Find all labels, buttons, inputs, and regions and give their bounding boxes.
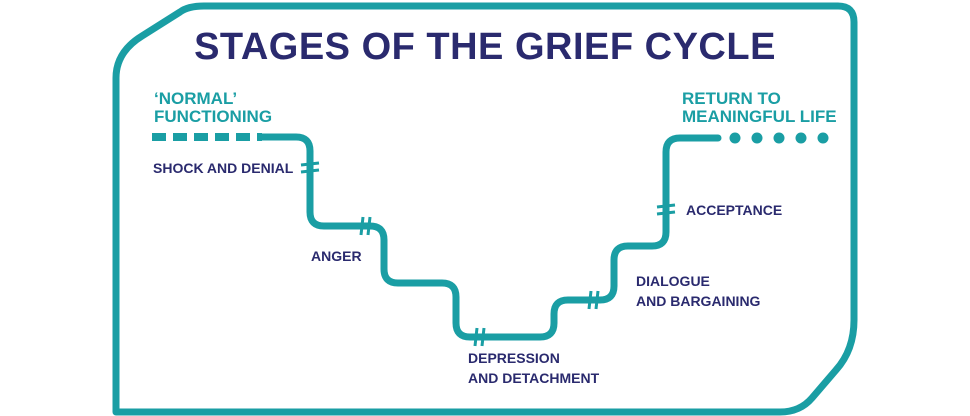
stage-marker-depression xyxy=(473,327,486,347)
stage-label-line: DEPRESSION xyxy=(468,350,560,366)
end-dot xyxy=(817,132,829,144)
end-dot xyxy=(751,132,763,144)
start-label-line: ‘NORMAL’ xyxy=(154,89,238,108)
end-dot xyxy=(773,132,785,144)
stage-label-line: ANGER xyxy=(311,248,362,264)
outer-frame xyxy=(112,2,858,416)
diagram-title: STAGES OF THE GRIEF CYCLE xyxy=(194,26,776,68)
start-label: ‘NORMAL’ FUNCTIONING xyxy=(154,90,272,126)
end-dots xyxy=(729,132,829,144)
end-label-line: MEANINGFUL LIFE xyxy=(682,107,837,126)
end-dot xyxy=(795,132,807,144)
stage-label-line: SHOCK AND DENIAL xyxy=(153,160,294,176)
stage-marker-bargaining xyxy=(587,290,600,310)
end-dot xyxy=(729,132,741,144)
stage-label-line: DIALOGUE xyxy=(636,273,710,289)
stage-label-depression: DEPRESSION AND DETACHMENT xyxy=(468,348,599,388)
stage-label-shock: SHOCK AND DENIAL xyxy=(153,158,293,178)
stage-label-anger: ANGER xyxy=(311,246,362,266)
stage-label-bargaining: DIALOGUE AND BARGAINING xyxy=(636,271,760,311)
stage-label-line: AND DETACHMENT xyxy=(468,370,600,386)
stage-label-line: AND BARGAINING xyxy=(636,293,761,309)
stage-marker-anger xyxy=(359,216,372,236)
stage-label-line: ACCEPTANCE xyxy=(686,202,783,218)
end-label: RETURN TO MEANINGFUL LIFE xyxy=(682,90,837,126)
grief-path xyxy=(258,133,722,341)
start-label-line: FUNCTIONING xyxy=(154,107,273,126)
stage-marker-acceptance xyxy=(656,203,676,216)
stage-marker-shock xyxy=(300,161,320,174)
end-label-line: RETURN TO xyxy=(682,89,781,108)
stage-label-acceptance: ACCEPTANCE xyxy=(686,200,782,220)
